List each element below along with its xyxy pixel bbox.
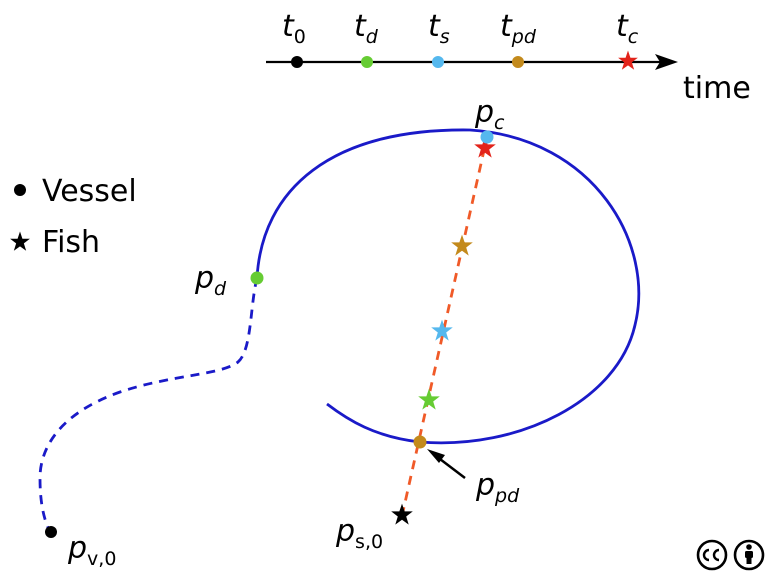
ps0-label: ps,0 (335, 514, 383, 553)
vessel-pc-point (480, 130, 494, 144)
pv0-label: pv,0 (67, 531, 116, 570)
tpd-label: tpd (500, 9, 537, 48)
vessel-legend-dot-icon (14, 184, 26, 196)
vessel-pv0-point (45, 526, 57, 538)
vessel-circling-path (255, 128, 641, 445)
t0-marker (291, 56, 303, 68)
td-label: td (354, 9, 379, 48)
fish-star-ps0-icon (391, 503, 413, 525)
tc-star-marker (618, 50, 638, 70)
fish-star-tpd-icon (451, 234, 473, 256)
ppd-label: ppd (475, 468, 520, 507)
tpd-marker (512, 56, 524, 68)
legend: Vessel Fish (10, 174, 137, 260)
tc-label: tc (616, 9, 639, 48)
legend-fish-label: Fish (42, 225, 100, 260)
timeline-arrowhead (655, 54, 678, 70)
pc-label: pc (474, 95, 505, 134)
fish-legend-star-icon (10, 231, 30, 251)
pd-label: pd (194, 261, 227, 300)
ts-marker (432, 56, 444, 68)
vessel-pd-point (250, 271, 264, 285)
vessel-ppd-point (413, 435, 427, 449)
ts-label: ts (428, 9, 450, 48)
fish-star-td-icon (418, 388, 440, 410)
vessel-approach-path-dashed (38, 277, 259, 533)
td-marker (361, 56, 373, 68)
fish-path-dashed (400, 136, 489, 517)
t0-label: t0 (282, 9, 306, 48)
ppd-pointer-arrow (427, 449, 466, 479)
legend-vessel-label: Vessel (42, 174, 137, 209)
by-attribution-icon (733, 539, 765, 571)
timeline: time t0 td ts tpd tc (266, 9, 751, 106)
cc-icon (696, 539, 728, 571)
time-axis-label: time (683, 71, 751, 106)
cc-license-badge (696, 539, 765, 571)
